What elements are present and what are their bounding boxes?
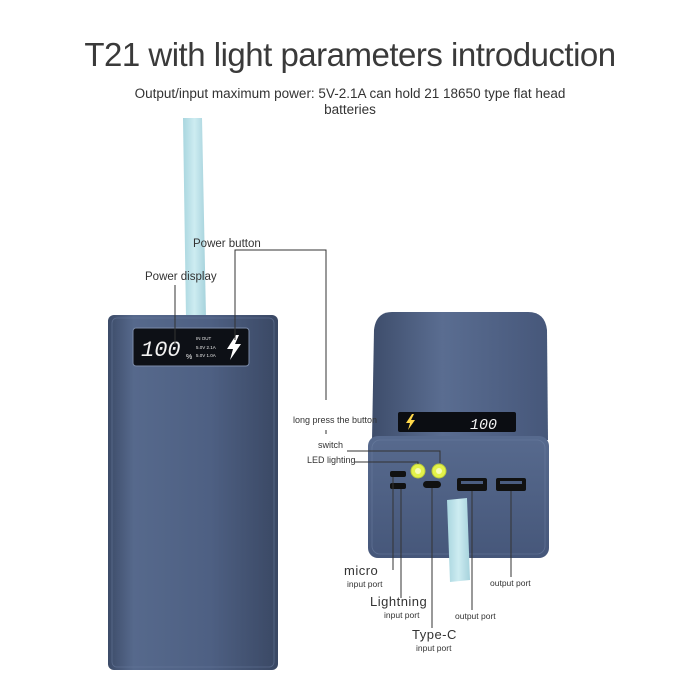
callout-lines xyxy=(174,249,512,628)
lightning-port-kind: input port xyxy=(384,610,420,620)
power-button-label: Power button xyxy=(193,238,261,250)
led-lighting-label: LED lighting xyxy=(307,455,356,465)
micro-port-kind: input port xyxy=(347,579,383,589)
switch-label: switch xyxy=(318,440,344,450)
micro-port-label: micro xyxy=(344,563,379,578)
power-display-label: Power display xyxy=(145,271,217,283)
power-bank-front xyxy=(108,315,278,670)
front-display-spec-3: 5.0V 1.0A xyxy=(196,353,216,358)
long-press-label: long press the button xyxy=(293,415,378,425)
front-display-unit: % xyxy=(186,354,192,361)
front-display-spec-2: 5.0V 2.1A xyxy=(196,345,216,350)
lanyard-front xyxy=(183,118,206,318)
page-subtitle: Output/input maximum power: 5V-2.1A can … xyxy=(134,86,566,117)
lightning-port-label: Lightning xyxy=(370,594,428,609)
page-title: T21 with light parameters introduction xyxy=(84,36,616,73)
front-display-spec-1: IN OUT xyxy=(196,336,212,341)
usb-a-port-icon xyxy=(457,478,487,491)
led-lamp-icon xyxy=(410,463,426,479)
lanyard-side xyxy=(447,498,470,582)
switch-button[interactable] xyxy=(431,463,447,479)
type-c-port-icon xyxy=(423,481,441,488)
output-port-label-1: output port xyxy=(455,611,496,621)
lightning-port-icon xyxy=(390,483,406,489)
output-port-label-2: output port xyxy=(490,578,531,588)
side-display-reading: 100 xyxy=(470,417,497,434)
lightning-bolt-icon xyxy=(224,333,244,361)
side-lightning-bolt-icon xyxy=(406,414,415,430)
usb-a-port-icon xyxy=(496,478,526,491)
front-display-reading: 100 xyxy=(141,338,181,363)
type-c-port-kind: input port xyxy=(416,643,452,653)
micro-usb-port-icon xyxy=(390,471,406,477)
type-c-port-label: Type-C xyxy=(412,627,457,642)
